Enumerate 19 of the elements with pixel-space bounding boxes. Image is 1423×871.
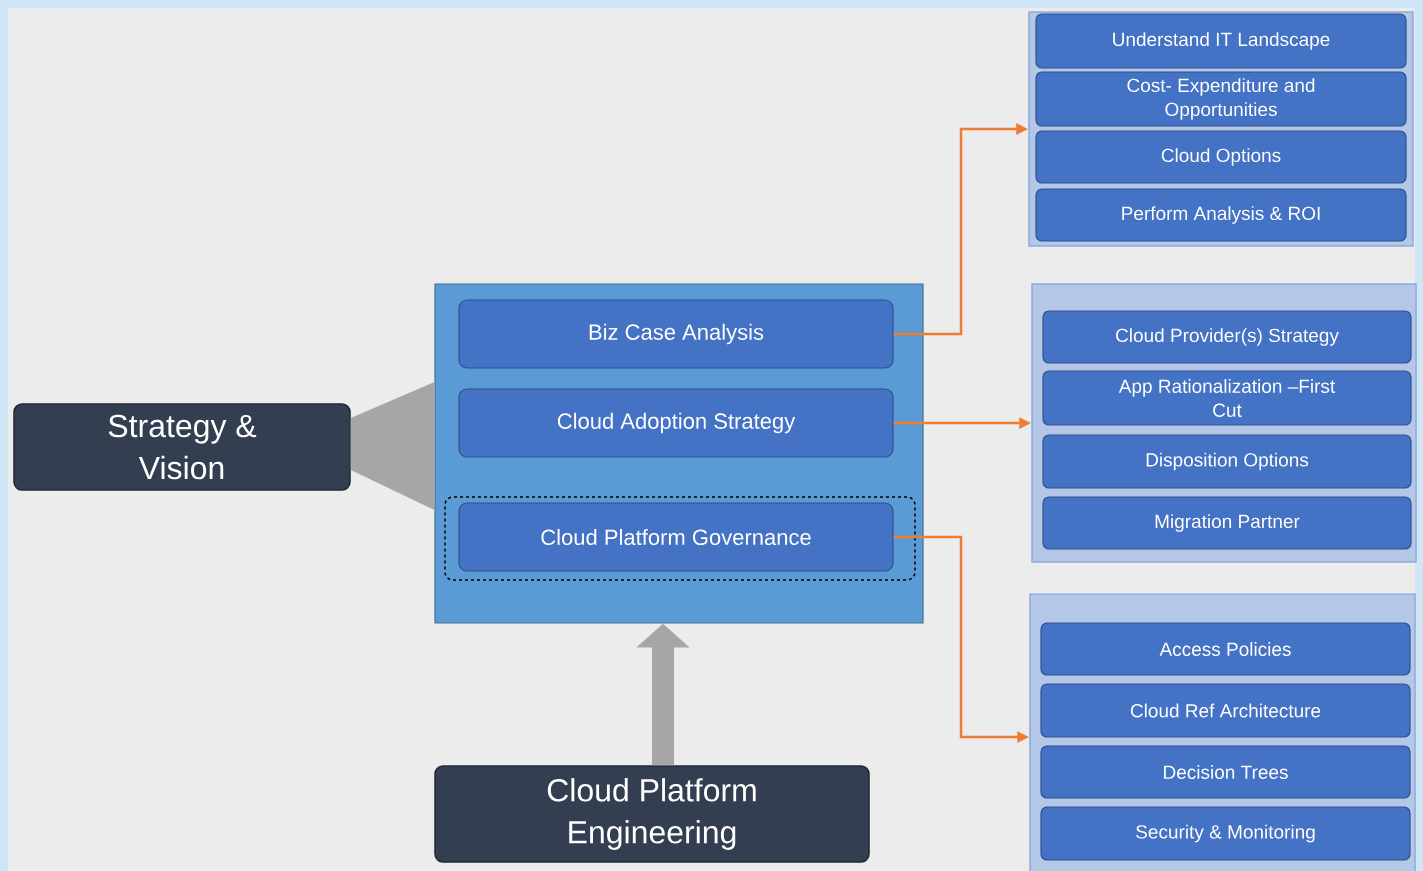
item-box: Security & Monitoring bbox=[1040, 806, 1411, 861]
item-box: Cloud Options bbox=[1035, 130, 1407, 184]
process-box: Biz Case Analysis bbox=[458, 299, 894, 369]
title-box: Cloud Platform Engineering bbox=[434, 765, 870, 863]
item-box: Understand IT Landscape bbox=[1035, 13, 1407, 69]
process-box: Cloud Platform Governance bbox=[458, 502, 894, 572]
item-box: App Rationalization –First Cut bbox=[1042, 370, 1412, 426]
item-box: Disposition Options bbox=[1042, 434, 1412, 489]
funnel-connector bbox=[350, 382, 435, 510]
item-box: Perform Analysis & ROI bbox=[1035, 188, 1407, 242]
item-box: Cost- Expenditure and Opportunities bbox=[1035, 71, 1407, 127]
item-box: Access Policies bbox=[1040, 622, 1411, 676]
item-box: Cloud Provider(s) Strategy bbox=[1042, 310, 1412, 364]
item-box: Cloud Ref Architecture bbox=[1040, 683, 1411, 738]
dashed-outline bbox=[444, 496, 916, 581]
process-box: Cloud Adoption Strategy bbox=[458, 388, 894, 458]
title-box: Strategy & Vision bbox=[13, 403, 351, 491]
item-box: Decision Trees bbox=[1040, 745, 1411, 799]
item-box: Migration Partner bbox=[1042, 496, 1412, 550]
